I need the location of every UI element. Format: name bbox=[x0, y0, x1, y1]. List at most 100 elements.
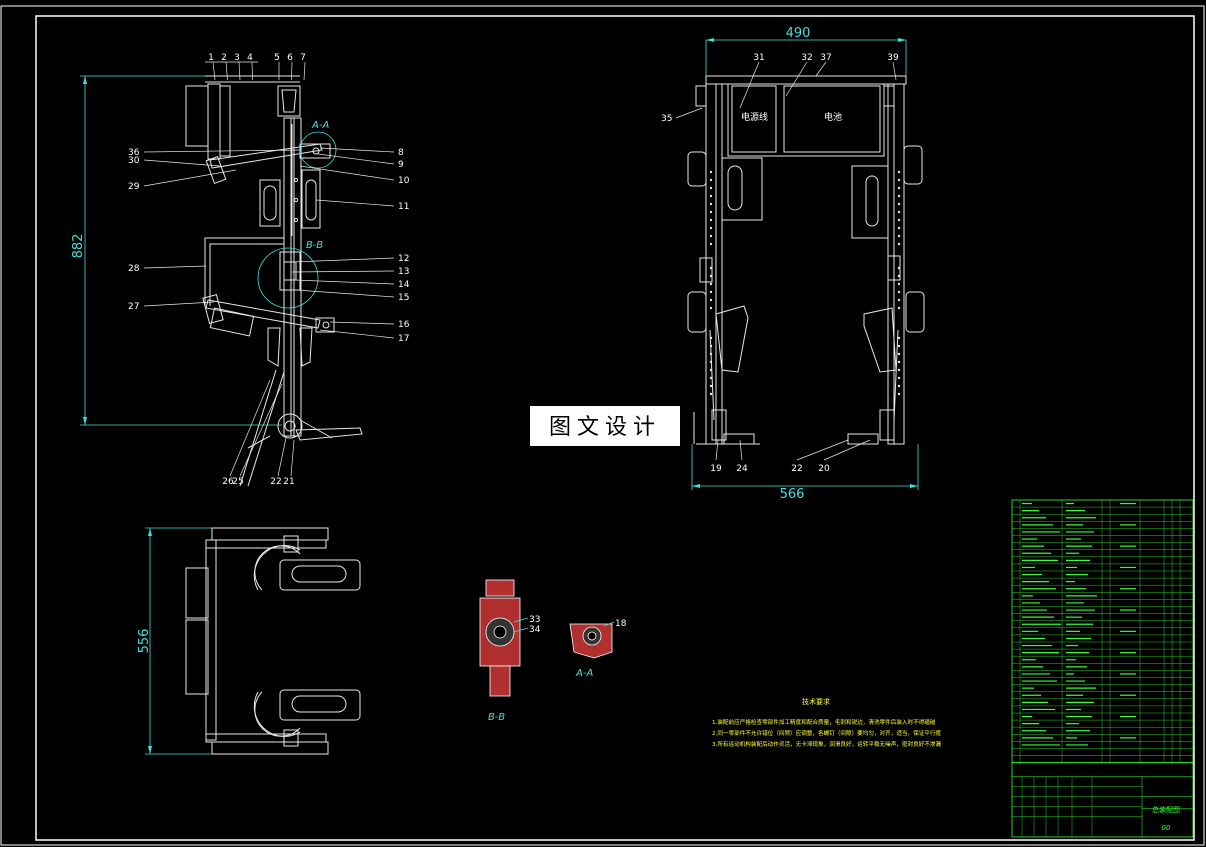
hole bbox=[709, 170, 713, 174]
drawing-code: 00 bbox=[1162, 824, 1171, 832]
hole bbox=[897, 290, 901, 294]
hole bbox=[709, 352, 713, 356]
leader-line bbox=[238, 61, 241, 81]
front-view-dimensions bbox=[691, 39, 919, 490]
balloon-19: 19 bbox=[710, 464, 722, 474]
section-aa-caption: A-A bbox=[575, 668, 593, 679]
balloon-3: 3 bbox=[234, 53, 240, 63]
hole bbox=[897, 306, 901, 310]
leader-line bbox=[295, 289, 395, 298]
hole bbox=[709, 242, 713, 246]
balloon-4: 4 bbox=[247, 53, 253, 63]
balloon-33: 33 bbox=[529, 615, 540, 625]
hole bbox=[897, 274, 901, 278]
hole bbox=[897, 360, 901, 364]
section-bb-circle bbox=[257, 247, 319, 309]
notes-line-2: 2.同一零部件不允许错位（间隙）应调整，各螺钉（间隙）要均匀，对齐，适当，保证平… bbox=[712, 729, 941, 737]
hole bbox=[709, 178, 713, 182]
balloon-36: 36 bbox=[128, 148, 140, 158]
balloon-2: 2 bbox=[221, 53, 227, 63]
watermark-text: 图文设计 bbox=[549, 415, 661, 440]
balloon-26: 26 bbox=[222, 477, 234, 487]
hole bbox=[897, 226, 901, 230]
controller-box-label: 电源线 bbox=[741, 111, 768, 123]
drawing-name: 总装配图 bbox=[1152, 805, 1180, 814]
balloon-20: 20 bbox=[818, 464, 830, 474]
balloon-29: 29 bbox=[128, 182, 140, 192]
leader-line bbox=[290, 439, 295, 477]
section-bb-label: B-B bbox=[306, 240, 323, 251]
leader-line bbox=[796, 439, 849, 461]
balloon-28: 28 bbox=[128, 264, 140, 274]
hole bbox=[709, 376, 713, 380]
leader-line bbox=[785, 61, 808, 97]
hole bbox=[897, 392, 901, 396]
leader-line bbox=[143, 169, 237, 187]
battery-box-label: 电池 bbox=[824, 111, 842, 123]
hole bbox=[897, 282, 901, 286]
hole bbox=[897, 242, 901, 246]
hole bbox=[897, 218, 901, 222]
hole bbox=[709, 226, 713, 230]
leader-line bbox=[239, 383, 283, 477]
leader-line bbox=[251, 61, 253, 81]
hole bbox=[897, 384, 901, 388]
side-view-height-dimension: 882 bbox=[71, 234, 86, 259]
dimension-arrow bbox=[148, 746, 152, 754]
balloon-5: 5 bbox=[274, 53, 280, 63]
side-view bbox=[185, 75, 363, 487]
balloon-22: 22 bbox=[270, 477, 281, 487]
leader-line bbox=[293, 279, 395, 285]
outer-frame bbox=[0, 5, 1205, 846]
hole bbox=[709, 368, 713, 372]
balloon-6: 6 bbox=[287, 53, 293, 63]
leader-line bbox=[739, 439, 743, 461]
leader-line bbox=[291, 270, 395, 273]
hole bbox=[709, 194, 713, 198]
leader-line bbox=[291, 257, 395, 263]
hole bbox=[709, 360, 713, 364]
notes-line-1: 1.装配前应严格检查零部件加工精度和配合质量，毛刺和锐边，清洗零件后装入时不得磕… bbox=[712, 718, 936, 726]
leader-line bbox=[212, 61, 216, 81]
balloon-15: 15 bbox=[398, 293, 409, 303]
balloon-35: 35 bbox=[661, 114, 672, 124]
hole bbox=[897, 178, 901, 182]
front-view-hole-pattern bbox=[709, 170, 901, 396]
hole bbox=[709, 384, 713, 388]
hole bbox=[709, 344, 713, 348]
parts-list-table bbox=[1011, 499, 1194, 838]
hole bbox=[897, 186, 901, 190]
balloon-18: 18 bbox=[615, 619, 627, 629]
leader-line bbox=[317, 153, 395, 165]
inner-frame bbox=[35, 15, 1195, 841]
hole bbox=[897, 368, 901, 372]
hole bbox=[897, 202, 901, 206]
leader-line bbox=[143, 265, 207, 269]
watermark-backing bbox=[530, 406, 680, 446]
front-width-top-dimension: 490 bbox=[786, 26, 811, 41]
top-view-length-dimension: 556 bbox=[137, 629, 152, 654]
hole bbox=[709, 392, 713, 396]
front-width-bottom-dimension: 566 bbox=[780, 487, 805, 502]
leader-line bbox=[143, 159, 221, 167]
dimension-arrow bbox=[898, 38, 906, 42]
balloon-25: 25 bbox=[232, 477, 243, 487]
hole bbox=[897, 376, 901, 380]
balloon-21: 21 bbox=[283, 477, 294, 487]
front-view bbox=[687, 75, 925, 445]
section-aa-label: A-A bbox=[311, 120, 329, 131]
notes-title: 技术要求 bbox=[802, 697, 830, 706]
balloon-10: 10 bbox=[398, 176, 410, 186]
leader-line bbox=[739, 61, 760, 109]
balloon-13: 13 bbox=[398, 267, 409, 277]
balloon-16: 16 bbox=[398, 320, 410, 330]
balloon-12: 12 bbox=[398, 254, 409, 264]
hole bbox=[709, 306, 713, 310]
leader-line bbox=[315, 199, 395, 207]
section-bb-caption: B-B bbox=[488, 712, 505, 723]
title-block-border bbox=[1011, 762, 1194, 838]
leader-line bbox=[291, 61, 293, 81]
balloon-22: 22 bbox=[791, 464, 802, 474]
hole bbox=[897, 298, 901, 302]
